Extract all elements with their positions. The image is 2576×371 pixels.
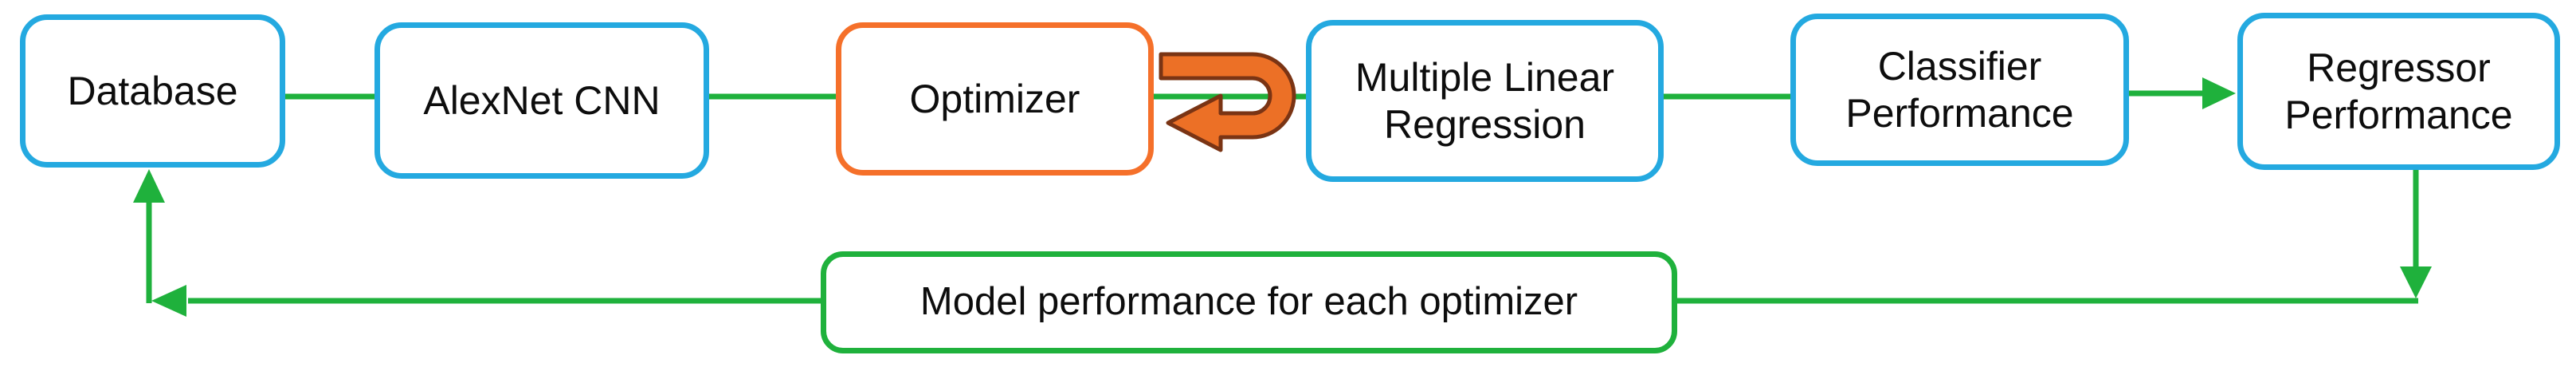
node-regressor-performance-label: Regressor Performance (2284, 45, 2513, 137)
node-optimizer: Optimizer (836, 22, 1154, 176)
u-turn-arrow-icon (1159, 52, 1296, 152)
node-regressor-performance: Regressor Performance (2237, 13, 2560, 170)
node-database-label: Database (67, 68, 238, 113)
node-model-performance: Model performance for each optimizer (821, 251, 1677, 353)
node-multiple-linear-regression: Multiple Linear Regression (1306, 20, 1664, 182)
node-classifier-performance: Classifier Performance (1790, 14, 2129, 166)
arrowhead-down-icon (2400, 266, 2432, 298)
node-alexnet-cnn: AlexNet CNN (374, 22, 709, 179)
node-model-performance-label: Model performance for each optimizer (919, 280, 1578, 324)
node-optimizer-label: Optimizer (909, 76, 1080, 121)
node-classifier-performance-label: Classifier Performance (1845, 43, 2074, 136)
node-database: Database (20, 14, 285, 168)
arrowhead-up-icon (133, 169, 165, 203)
node-multiple-linear-regression-label: Multiple Linear Regression (1355, 54, 1615, 147)
arrowhead-left-icon (151, 285, 186, 317)
arrowhead-right-icon (2202, 77, 2236, 109)
node-alexnet-cnn-label: AlexNet CNN (423, 77, 661, 123)
